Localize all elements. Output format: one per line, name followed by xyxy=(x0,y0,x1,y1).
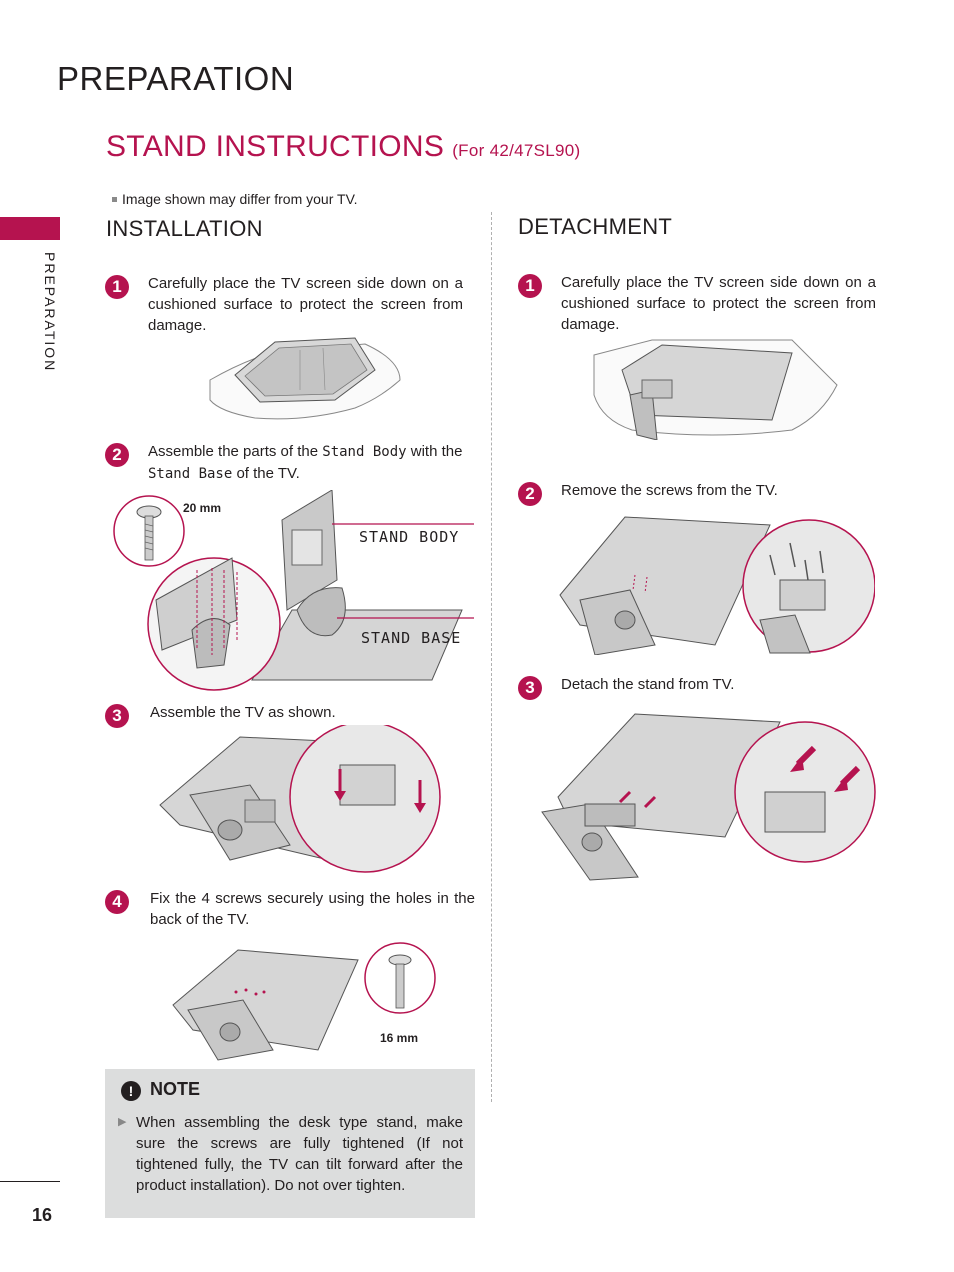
note-text: When assembling the desk type stand, mak… xyxy=(136,1114,463,1194)
disclaimer: Image shown may differ from your TV. xyxy=(112,191,358,207)
install-step-2-text: Assemble the parts of the Stand Body wit… xyxy=(148,441,468,485)
detach-step-1-badge: 1 xyxy=(518,274,542,298)
section-title: STAND INSTRUCTIONS (For 42/47SL90) xyxy=(106,130,580,164)
install-step-4-badge: 4 xyxy=(105,890,129,914)
note-box xyxy=(105,1069,475,1218)
callout-stand-body: STAND BODY xyxy=(359,528,460,546)
page-title: PREPARATION xyxy=(57,60,295,97)
stand-assembly-illustration xyxy=(113,490,474,691)
install-step-2-text-b: with the xyxy=(406,443,463,460)
assembled-tv-illustration xyxy=(159,725,441,873)
column-divider xyxy=(491,212,492,1102)
section-model: (For 42/47SL90) xyxy=(452,141,581,160)
install-step-1-text: Carefully place the TV screen side down … xyxy=(148,275,463,334)
install-step-1-badge: 1 xyxy=(105,275,129,299)
page-number-rule xyxy=(0,1181,60,1182)
side-tab-marker xyxy=(0,217,60,240)
note-title: NOTE xyxy=(150,1079,201,1099)
disclaimer-text: Image shown may differ from your TV. xyxy=(122,191,358,207)
callout-stand-base: STAND BASE xyxy=(361,629,462,647)
tv-on-cushion-illustration xyxy=(209,337,401,420)
warning-icon: ! xyxy=(121,1081,141,1101)
screw-size-16mm: 16 mm xyxy=(380,1031,419,1045)
installation-title: INSTALLATION xyxy=(106,216,263,241)
install-step-3-text: Assemble the TV as shown. xyxy=(150,704,336,721)
detach-step-2-text: Remove the screws from the TV. xyxy=(561,482,778,499)
detach-step-2-badge: 2 xyxy=(518,482,542,506)
install-step-2-text-c: of the TV. xyxy=(232,465,300,482)
side-tab-label: PREPARATION xyxy=(42,252,58,373)
detachment-title: DETACHMENT xyxy=(518,214,673,239)
section-title-text: STAND INSTRUCTIONS xyxy=(106,130,445,163)
install-step-4-text: Fix the 4 screws securely using the hole… xyxy=(150,890,475,928)
square-bullet-icon xyxy=(112,197,117,202)
triangle-bullet-icon: ▶ xyxy=(118,1116,127,1128)
install-step-2-badge: 2 xyxy=(105,443,129,467)
detach-stand-illustration xyxy=(541,713,876,881)
term-stand-body: Stand Body xyxy=(322,444,407,460)
detach-step-3-text: Detach the stand from TV. xyxy=(561,676,735,693)
tv-with-screws-illustration xyxy=(172,942,436,1061)
screw-size-20mm: 20 mm xyxy=(183,501,222,515)
term-stand-base: Stand Base xyxy=(148,466,233,482)
remove-screws-illustration xyxy=(559,516,875,655)
detach-step-3-badge: 3 xyxy=(518,676,542,700)
install-step-3-badge: 3 xyxy=(105,704,129,728)
page-number: 16 xyxy=(32,1205,53,1225)
install-step-2-text-a: Assemble the parts of the xyxy=(148,443,323,460)
detach-step-1-text: Carefully place the TV screen side down … xyxy=(561,274,876,333)
tv-with-stand-on-cushion-illustration xyxy=(593,339,838,440)
